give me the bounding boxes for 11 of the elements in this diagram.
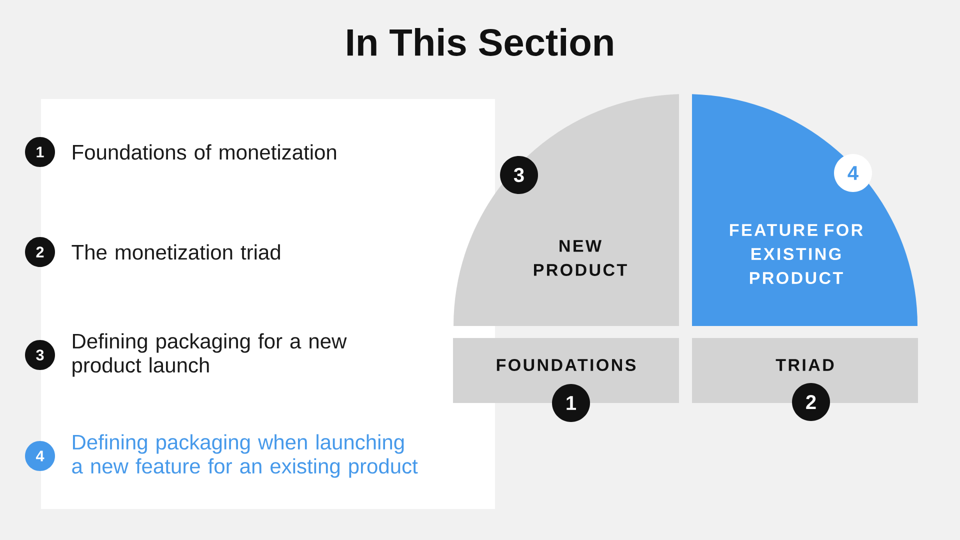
list-item-text: Foundations of monetization [72,144,336,160]
number-badge: 1 [552,384,590,422]
number-badge: 1 [25,137,55,167]
list-item-text: Defining packaging when launching a new feature for an existing product [72,434,418,478]
list-item-text: The monetization triad [72,244,280,260]
title: In This Section [347,28,613,56]
list-item-text: Defining packaging for a new product launch [72,333,347,377]
number-badge: 3 [25,340,55,370]
number-badge: 2 [25,237,55,267]
number-badge: 4 [25,441,55,471]
number-badge: 2 [792,383,830,421]
